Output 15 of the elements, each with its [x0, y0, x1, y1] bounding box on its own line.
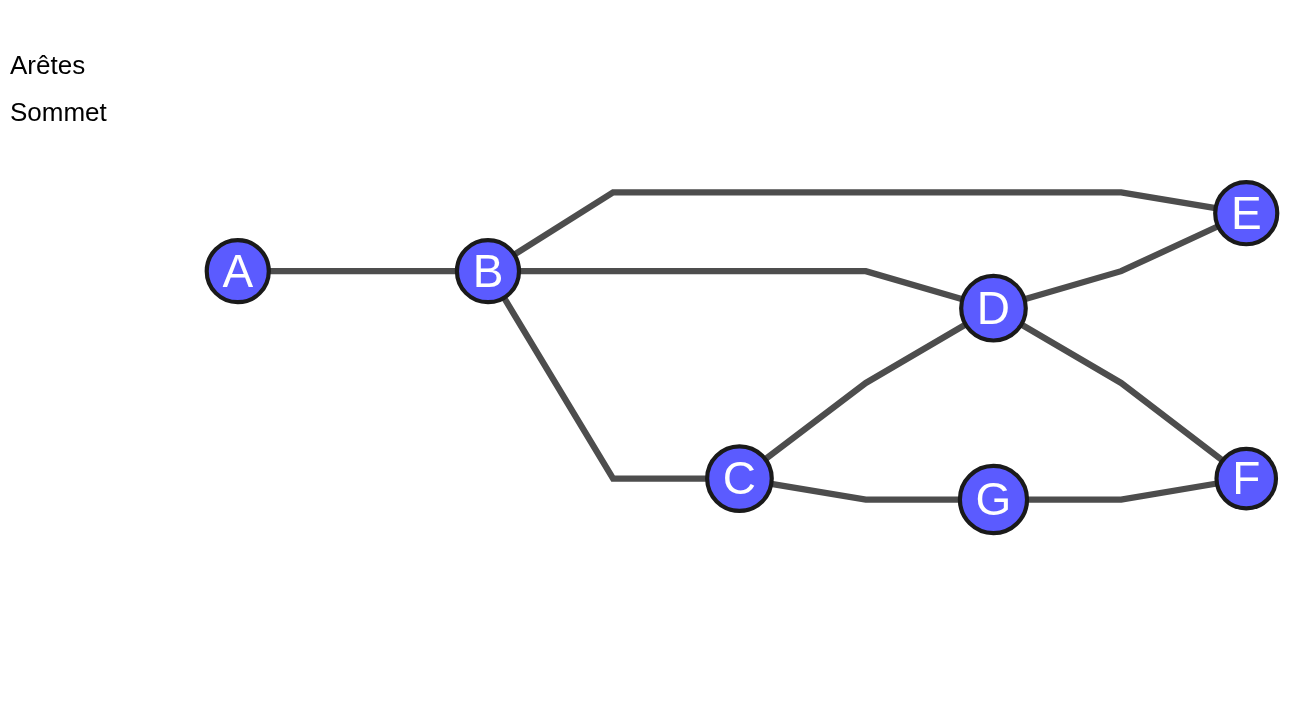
- node-circle: G: [957, 464, 1030, 536]
- node-circle: C: [705, 444, 774, 514]
- connector: [268, 268, 457, 275]
- connector: [1027, 480, 1218, 503]
- node-circle: B: [454, 238, 522, 305]
- note-label: Sommet: [10, 97, 108, 128]
- node-circle: F: [1214, 446, 1279, 511]
- connector: [501, 296, 708, 482]
- connector: [770, 480, 960, 503]
- node-circle: E: [1213, 180, 1280, 247]
- connector: [1019, 321, 1225, 464]
- node-circle: D: [959, 273, 1028, 343]
- node-circle: A: [204, 238, 271, 305]
- note-label: Arêtes: [10, 50, 87, 81]
- connector: [763, 321, 968, 462]
